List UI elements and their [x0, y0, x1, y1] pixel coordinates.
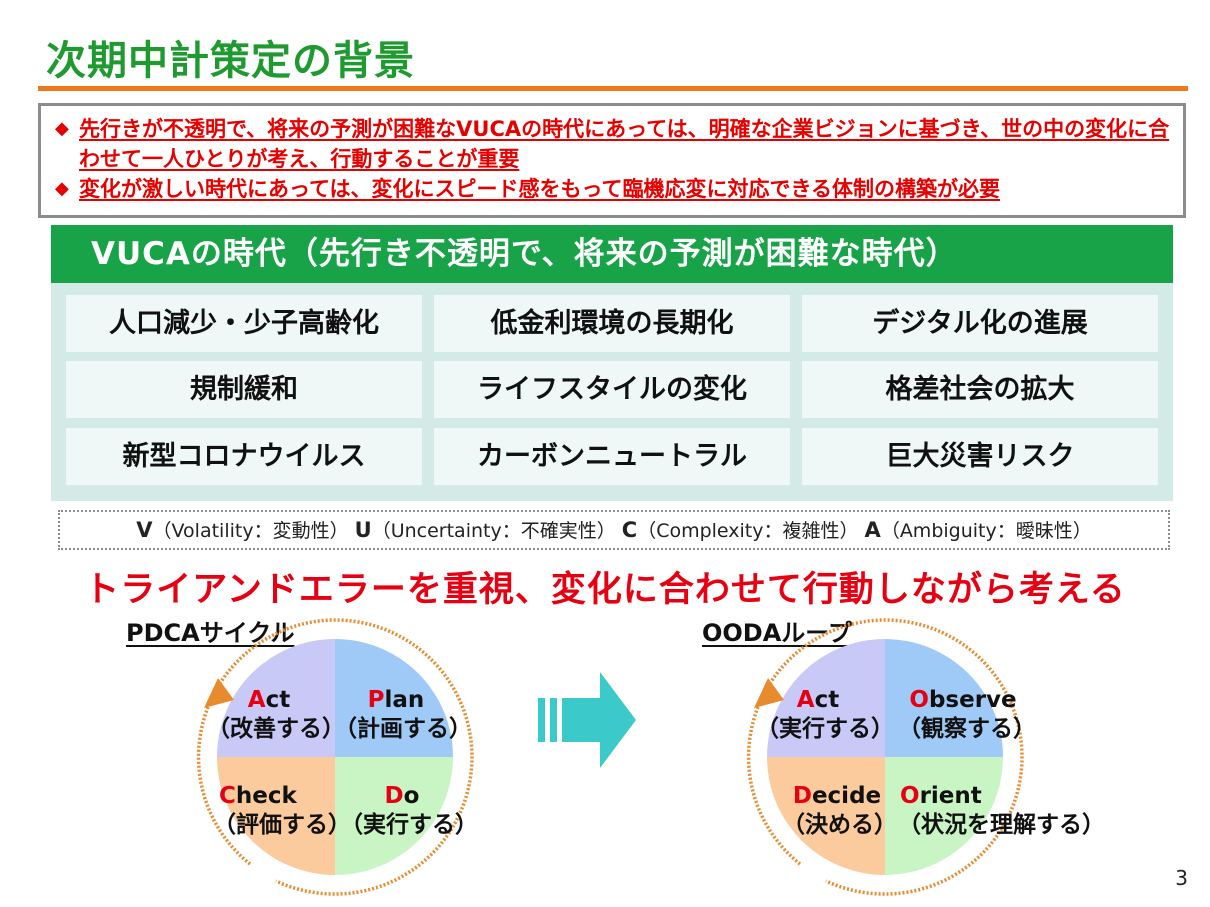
ooda-orient-initial: O: [900, 783, 920, 809]
ooda-act-initial: A: [796, 687, 815, 713]
legend-a-letter: A: [864, 518, 881, 542]
ooda-act-text: Act （実行する）: [756, 686, 894, 744]
pdca-check-rest: heck: [235, 783, 297, 809]
legend-v-text: （Volatility：変動性）: [152, 520, 349, 542]
pdca-do-initial: D: [384, 783, 404, 809]
ooda-loop-ring: [746, 618, 1024, 896]
pdca-act-text: Act （改善する）: [207, 686, 345, 744]
page-number: 3: [1175, 866, 1188, 890]
ooda-observe-initial: O: [909, 687, 929, 713]
ooda-decide-sub: （決める）: [782, 812, 897, 838]
pdca-do-text: Do （実行する）: [340, 782, 478, 840]
pdca-cycle-ring: [196, 618, 474, 896]
legend-u-text: （Uncertainty：不確実性）: [371, 520, 616, 542]
ooda-observe-quadrant: [885, 639, 1003, 757]
transition-arrow-icon: [538, 672, 636, 768]
legend-u-letter: U: [354, 518, 372, 542]
ooda-decide-text: Decide （決める）: [782, 782, 897, 840]
ooda-orient-sub: （状況を理解する）: [898, 812, 1105, 838]
key-message: トライアンドエラーを重視、変化に合わせて行動しながら考える: [84, 570, 1126, 610]
pdca-cycle-diagram: [196, 618, 474, 896]
legend-v-letter: V: [136, 518, 153, 542]
legend-c-letter: C: [621, 518, 638, 542]
notice-item: ◆ 変化が激しい時代にあっては、変化にスピード感をもって臨機応変に対応できる体制…: [55, 174, 1171, 204]
vuca-factor-cell: 格差社会の拡大: [802, 361, 1158, 418]
vuca-legend: V（Volatility：変動性） U（Uncertainty：不確実性） C（…: [58, 510, 1170, 550]
ooda-observe-sub: （観察する）: [898, 716, 1036, 742]
pdca-check-sub: （評価する）: [213, 812, 351, 838]
vuca-factor-cell: デジタル化の進展: [802, 295, 1158, 352]
ooda-decide-initial: D: [792, 783, 812, 809]
pdca-do-rest: o: [403, 783, 420, 809]
vuca-grid: 人口減少・少子高齢化 低金利環境の長期化 デジタル化の進展 規制緩和 ライフスタ…: [51, 283, 1173, 501]
notice-text: 変化が激しい時代にあっては、変化にスピード感をもって臨機応変に対応できる体制の構…: [79, 177, 1001, 201]
legend-a-text: （Ambiguity：曖昧性）: [880, 520, 1092, 542]
notice-text: 先行きが不透明で、将来の予測が困難なVUCAの時代にあっては、明確な企業ビジョン…: [79, 117, 1170, 171]
legend-c-text: （Complexity：複雑性）: [637, 520, 859, 542]
pdca-plan-rest: lan: [384, 687, 425, 713]
title-underline: [38, 86, 1188, 91]
pdca-check-quadrant: [217, 757, 335, 875]
ooda-decide-rest: ecide: [811, 783, 882, 809]
ooda-orient-rest: rient: [919, 783, 982, 809]
pdca-act-sub: （改善する）: [207, 716, 345, 742]
page-title: 次期中計策定の背景: [46, 38, 415, 84]
ooda-ring-arrowhead-icon: [754, 678, 784, 708]
pdca-plan-sub: （計画する）: [334, 716, 472, 742]
ooda-observe-rest: bserve: [928, 687, 1017, 713]
pdca-label: PDCAサイクル: [126, 619, 295, 647]
ooda-act-quadrant: [767, 639, 885, 757]
ooda-loop-diagram: [746, 618, 1024, 896]
pdca-check-initial: C: [219, 783, 236, 809]
ooda-decide-quadrant: [767, 757, 885, 875]
notice-box: ◆ 先行きが不透明で、将来の予測が困難なVUCAの時代にあっては、明確な企業ビジ…: [38, 103, 1186, 218]
pdca-act-initial: A: [247, 687, 266, 713]
diamond-bullet-icon: ◆: [55, 118, 69, 139]
ooda-orient-text: Orient （状況を理解する）: [898, 782, 1113, 840]
vuca-factor-cell: 低金利環境の長期化: [434, 295, 790, 352]
pdca-ring-arrowhead-icon: [204, 678, 234, 708]
vuca-header: VUCAの時代（先行き不透明で、将来の予測が困難な時代）: [51, 225, 1173, 283]
vuca-factor-cell: 新型コロナウイルス: [66, 428, 422, 485]
diamond-bullet-icon: ◆: [55, 178, 69, 199]
pdca-act-quadrant: [217, 639, 335, 757]
pdca-plan-initial: P: [367, 687, 385, 713]
ooda-act-rest: ct: [814, 687, 840, 713]
notice-item: ◆ 先行きが不透明で、将来の予測が困難なVUCAの時代にあっては、明確な企業ビジ…: [55, 114, 1171, 174]
pdca-plan-quadrant: [335, 639, 453, 757]
pdca-do-sub: （実行する）: [340, 812, 478, 838]
ooda-observe-text: Observe （観察する）: [898, 686, 1036, 744]
vuca-factor-cell: ライフスタイルの変化: [434, 361, 790, 418]
pdca-plan-text: Plan （計画する）: [334, 686, 472, 744]
pdca-act-rest: ct: [265, 687, 291, 713]
vuca-factor-cell: 規制緩和: [66, 361, 422, 418]
vuca-factor-cell: カーボンニュートラル: [434, 428, 790, 485]
ooda-orient-quadrant: [885, 757, 1003, 875]
pdca-do-quadrant: [335, 757, 453, 875]
pdca-check-text: Check （評価する）: [213, 782, 351, 840]
vuca-factor-cell: 巨大災害リスク: [802, 428, 1158, 485]
ooda-act-sub: （実行する）: [756, 716, 894, 742]
vuca-factor-cell: 人口減少・少子高齢化: [66, 295, 422, 352]
